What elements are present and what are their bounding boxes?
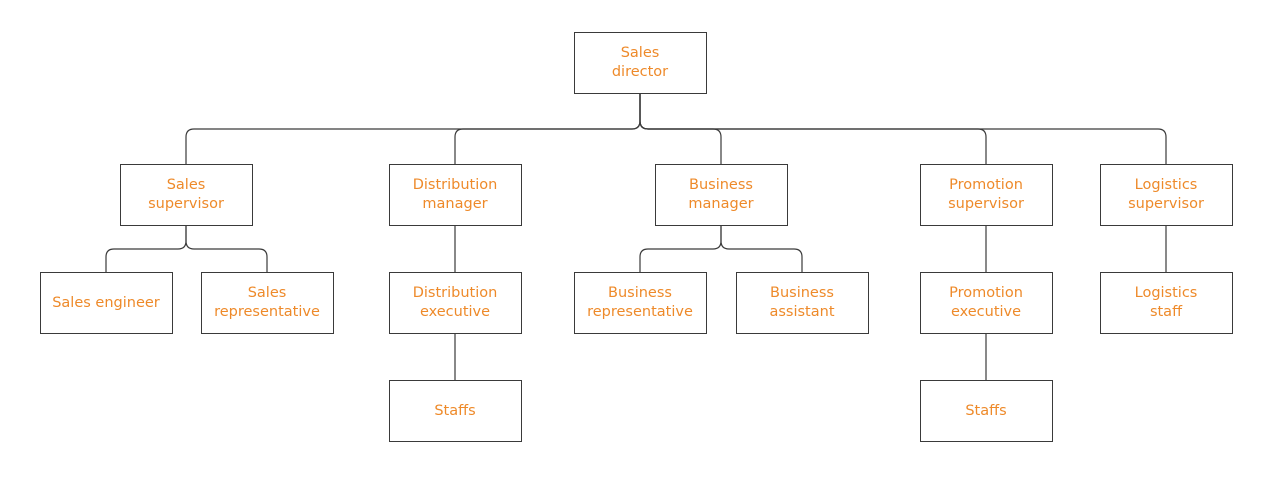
node-sales-representative: Sales representative — [200, 272, 334, 334]
node-label: representative — [587, 304, 693, 320]
node-label: Business — [608, 285, 672, 301]
node-promotion-supervisor: Promotion supervisor — [919, 164, 1053, 226]
node-label: staff — [1149, 304, 1183, 320]
connector-business-representative — [639, 226, 722, 272]
node-label: Business — [689, 177, 753, 193]
node-logistics-supervisor: Logistics supervisor — [1099, 164, 1233, 226]
node-label: Staffs — [965, 402, 1007, 419]
connector-sales-representative — [185, 226, 268, 272]
node-promotion-executive: Promotion executive — [919, 272, 1053, 334]
node-promotion-staffs: Staffs — [919, 380, 1053, 442]
node-sales-director: Sales director — [573, 32, 707, 94]
node-sales-supervisor: Sales supervisor — [119, 164, 253, 226]
node-business-assistant: Business assistant — [735, 272, 869, 334]
node-label: Logistics — [1134, 177, 1198, 193]
node-business-representative: Business representative — [573, 272, 707, 334]
node-label: Logistics — [1134, 285, 1198, 301]
node-label: executive — [419, 304, 491, 320]
node-label: Distribution — [412, 285, 498, 301]
node-label: manager — [688, 196, 754, 212]
connector-business-assistant — [720, 226, 803, 272]
node-label: supervisor — [1128, 196, 1204, 212]
node-distribution-manager: Distribution manager — [388, 164, 522, 226]
node-sales-engineer: Sales engineer — [39, 272, 173, 334]
connector-distribution-manager — [454, 94, 641, 164]
node-label: Distribution — [412, 177, 498, 193]
node-distribution-executive: Distribution executive — [388, 272, 522, 334]
node-label: assistant — [769, 304, 835, 320]
node-label: Promotion — [949, 285, 1023, 301]
node-label: Sales engineer — [52, 294, 160, 311]
node-label: Sales — [247, 285, 287, 301]
node-label: Sales — [620, 45, 660, 61]
node-label: executive — [950, 304, 1022, 320]
node-logistics-staff: Logistics staff — [1099, 272, 1233, 334]
node-label: representative — [214, 304, 320, 320]
node-label: Business — [770, 285, 834, 301]
node-label: supervisor — [948, 196, 1024, 212]
node-label: Promotion — [949, 177, 1023, 193]
node-label: Sales — [166, 177, 206, 193]
connector-logistics-supervisor — [639, 94, 1167, 164]
node-label: director — [611, 64, 669, 80]
node-label: Staffs — [434, 402, 476, 419]
node-label: manager — [422, 196, 488, 212]
node-business-manager: Business manager — [654, 164, 788, 226]
node-label: supervisor — [148, 196, 224, 212]
node-distribution-staffs: Staffs — [388, 380, 522, 442]
connector-sales-engineer — [105, 226, 187, 272]
